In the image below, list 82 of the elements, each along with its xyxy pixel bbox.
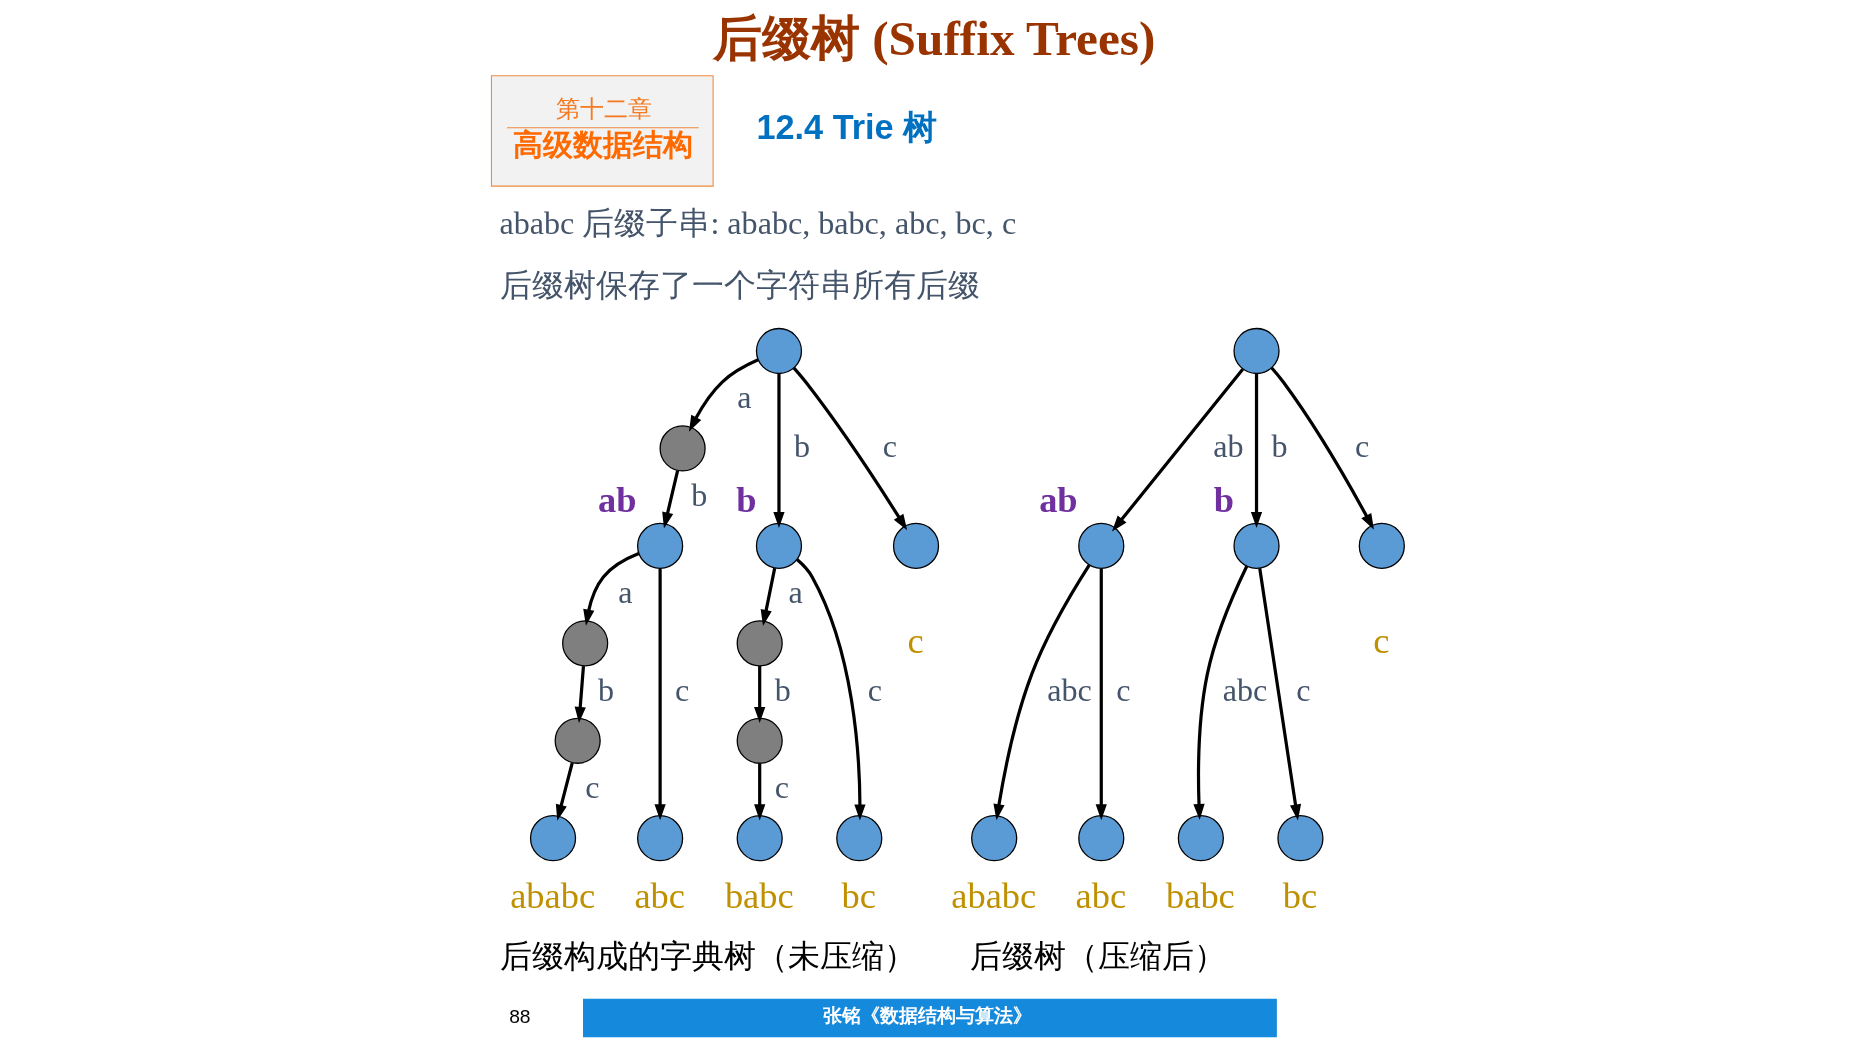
edge-label: c	[1355, 428, 1370, 465]
edge-label: a	[788, 574, 803, 611]
edge-label: c	[1116, 671, 1131, 708]
node-circle	[736, 620, 783, 667]
node-circle	[637, 815, 684, 862]
arrow	[555, 762, 574, 821]
arrow	[1258, 568, 1302, 821]
edge-label: b	[793, 428, 811, 465]
edge-label: c	[585, 769, 600, 806]
arrow	[754, 763, 766, 821]
edge-label: b	[691, 476, 708, 513]
arrow	[754, 666, 766, 723]
node-box: 第十二章 高级数据结构	[490, 75, 714, 187]
label: 后缀树保存了一个字符串所有后缀	[500, 267, 981, 304]
node-label: babc	[724, 876, 794, 917]
node-circle	[836, 815, 883, 862]
arrow	[993, 564, 1091, 821]
label: 88	[509, 1005, 531, 1027]
label: 张铭《数据结构与算法》	[823, 1004, 1033, 1026]
node-circle	[755, 327, 803, 375]
node-circle	[1233, 327, 1280, 375]
arrow	[760, 567, 777, 626]
node-circle	[736, 815, 783, 862]
node-circle	[971, 815, 1018, 862]
edge-label: a	[737, 379, 752, 416]
node-label: c	[907, 620, 924, 661]
node-label: abc	[634, 876, 685, 917]
edge-label: abc	[1047, 671, 1092, 708]
arrow	[574, 665, 586, 723]
edge-label: c	[1296, 671, 1311, 708]
label: 后缀构成的字典树（未压缩）	[500, 937, 917, 974]
arrow	[1193, 565, 1249, 821]
node-label: b	[1213, 479, 1234, 520]
edge-label: c	[774, 769, 789, 806]
arrow	[583, 552, 640, 626]
node-circle	[1177, 815, 1224, 862]
node-circle	[892, 522, 940, 569]
arrow	[792, 366, 908, 531]
edge-label: abc	[1222, 671, 1268, 708]
arrow	[773, 373, 785, 528]
label: ababc 后缀子串: ababc, babc, abc, bc, c	[499, 205, 1017, 242]
edge-label: c	[882, 428, 898, 465]
node-circle	[755, 522, 803, 569]
node-label: b	[736, 479, 757, 520]
edge-label: c	[867, 671, 883, 708]
node-label: c	[1373, 620, 1390, 661]
node-circle	[1078, 522, 1125, 569]
arrow	[1270, 366, 1374, 530]
node-label: ababc	[951, 876, 1037, 917]
node-circle	[1277, 815, 1324, 862]
edge-label: b	[598, 671, 615, 708]
edge-label: b	[1271, 428, 1288, 465]
node-circle	[529, 815, 577, 862]
node-label: ab	[1039, 479, 1078, 520]
node-label: ab	[598, 479, 637, 520]
node-label: abc	[1075, 876, 1127, 917]
edge-label: ab	[1213, 428, 1244, 465]
arrow	[796, 558, 866, 821]
edge-label: c	[675, 671, 690, 708]
node-circle	[1233, 522, 1280, 569]
node-label: bc	[841, 876, 876, 917]
node-label: babc	[1166, 876, 1235, 917]
node-label: ababc	[510, 876, 596, 917]
node-label: bc	[1282, 876, 1318, 917]
arrow	[1111, 368, 1244, 532]
node-circle	[1078, 815, 1125, 862]
node-circle	[554, 717, 601, 764]
label: 12.4 Trie 树	[756, 107, 938, 146]
arrow	[654, 568, 666, 821]
diagram-title: 后缀树 (Suffix Trees)	[712, 11, 1156, 67]
arrow	[688, 358, 759, 432]
node-circle	[659, 425, 706, 472]
node-circle	[1358, 522, 1405, 569]
arrow	[662, 470, 680, 529]
arrow	[1095, 568, 1107, 821]
label: 后缀树（压缩后）	[970, 937, 1227, 974]
node-circle	[562, 620, 609, 667]
edge-label: a	[618, 574, 633, 611]
edge-label: b	[774, 671, 791, 708]
arrow	[1250, 373, 1263, 528]
node-circle	[637, 522, 684, 569]
node-circle	[736, 717, 783, 764]
